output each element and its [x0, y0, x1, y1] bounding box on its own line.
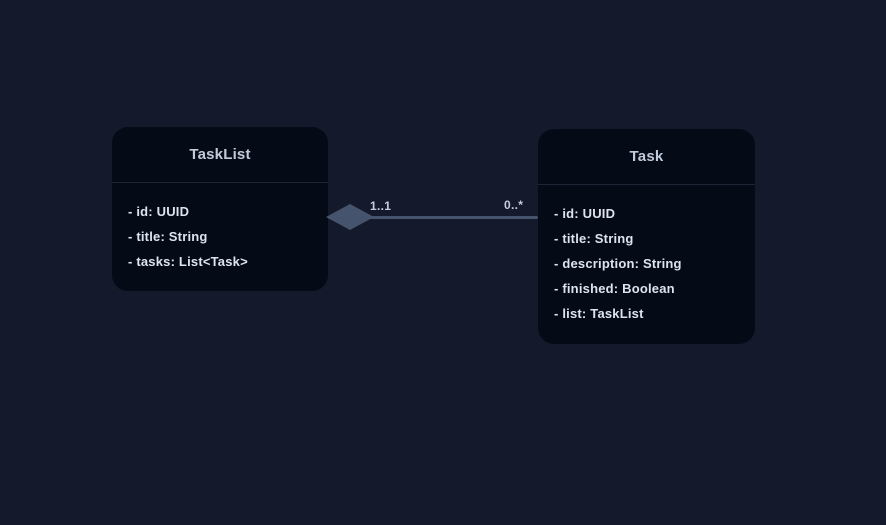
attribute-row: - finished: Boolean	[554, 281, 675, 296]
class-title-tasklist: TaskList	[189, 146, 251, 163]
multiplicity-label-from: 1..1	[370, 199, 392, 213]
class-header-tasklist: TaskList	[112, 127, 328, 183]
class-attributes-tasklist: - id: UUID - title: String - tasks: List…	[112, 183, 328, 290]
attribute-row: - list: TaskList	[554, 306, 644, 321]
attribute-row: - id: UUID	[128, 204, 190, 219]
class-title-task: Task	[629, 148, 664, 165]
attribute-row: - title: String	[554, 231, 634, 246]
aggregation-diamond-icon[interactable]	[326, 203, 374, 231]
multiplicity-label-to: 0..*	[504, 198, 524, 212]
class-attributes-task: - id: UUID - title: String - description…	[538, 185, 755, 342]
class-box-task[interactable]: Task - id: UUID - title: String - descri…	[538, 129, 755, 344]
class-box-tasklist[interactable]: TaskList - id: UUID - title: String - ta…	[112, 127, 328, 291]
attribute-row: - tasks: List<Task>	[128, 254, 248, 269]
association-line[interactable]	[328, 216, 538, 219]
attribute-row: - description: String	[554, 256, 682, 271]
attribute-row: - title: String	[128, 229, 208, 244]
class-header-task: Task	[538, 129, 755, 185]
attribute-row: - id: UUID	[554, 206, 616, 221]
